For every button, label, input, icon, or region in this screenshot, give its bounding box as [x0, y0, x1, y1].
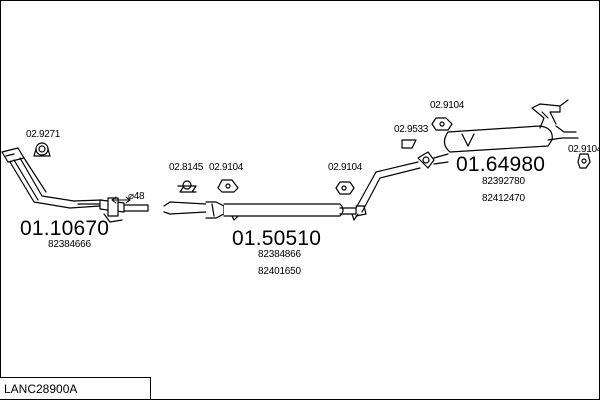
middle-silencer-part	[163, 161, 421, 221]
clamp-part	[33, 142, 51, 157]
oem-number: 82392780	[482, 176, 525, 187]
accessory-label-02-9104-b: 02.9104	[328, 162, 363, 173]
hanger-parts-rear	[401, 117, 591, 169]
accessory-label-02-9104-d: 02.9104	[568, 144, 600, 155]
oem-number: 82401650	[258, 266, 301, 277]
hanger-parts-middle	[177, 179, 355, 195]
part-number-front-pipe: 01.10670	[20, 217, 110, 240]
accessory-label-02-8145: 02.8145	[169, 162, 204, 173]
assembly-code-box: LANC28900A	[0, 377, 151, 399]
accessory-label-02-9271: 02.9271	[26, 129, 61, 140]
oem-number: 82384866	[258, 249, 301, 260]
dimension-label: ⌀48	[128, 191, 145, 202]
accessory-label-02-9104-a: 02.9104	[209, 162, 244, 173]
oem-number: 82412470	[482, 193, 525, 204]
part-number-middle-silencer: 01.50510	[232, 227, 322, 250]
accessory-label-02-9533: 02.9533	[394, 124, 429, 135]
assembly-code: LANC28900A	[4, 382, 78, 396]
dimension-arrows	[111, 196, 131, 204]
accessory-label-02-9104-c: 02.9104	[430, 100, 465, 111]
part-number-rear-silencer: 01.64980	[456, 153, 546, 176]
rear-silencer-part	[417, 99, 579, 169]
front-pipe-part	[1, 147, 149, 223]
oem-number: 82384666	[48, 239, 91, 250]
